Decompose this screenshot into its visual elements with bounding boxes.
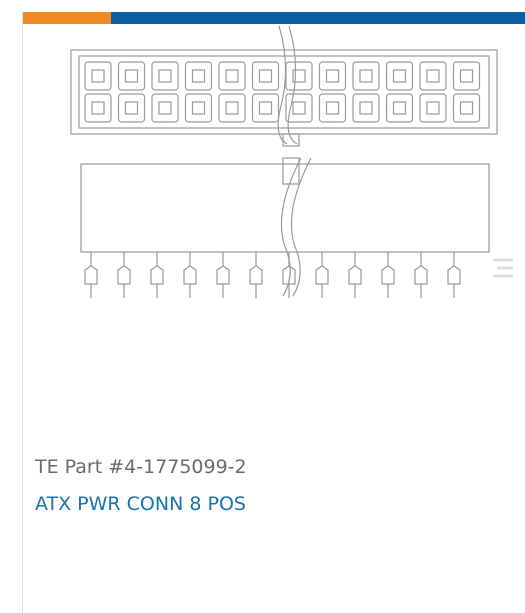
accent-bar-blue bbox=[111, 12, 525, 24]
product-image[interactable] bbox=[51, 26, 517, 306]
accent-bar bbox=[23, 12, 525, 24]
product-name-link[interactable]: ATX PWR CONN 8 POS bbox=[35, 493, 246, 515]
accent-bar-orange bbox=[23, 12, 111, 24]
product-card[interactable]: TE Part #4-1775099-2 ATX PWR CONN 8 POS bbox=[22, 12, 525, 613]
part-number: TE Part #4-1775099-2 bbox=[35, 456, 247, 478]
